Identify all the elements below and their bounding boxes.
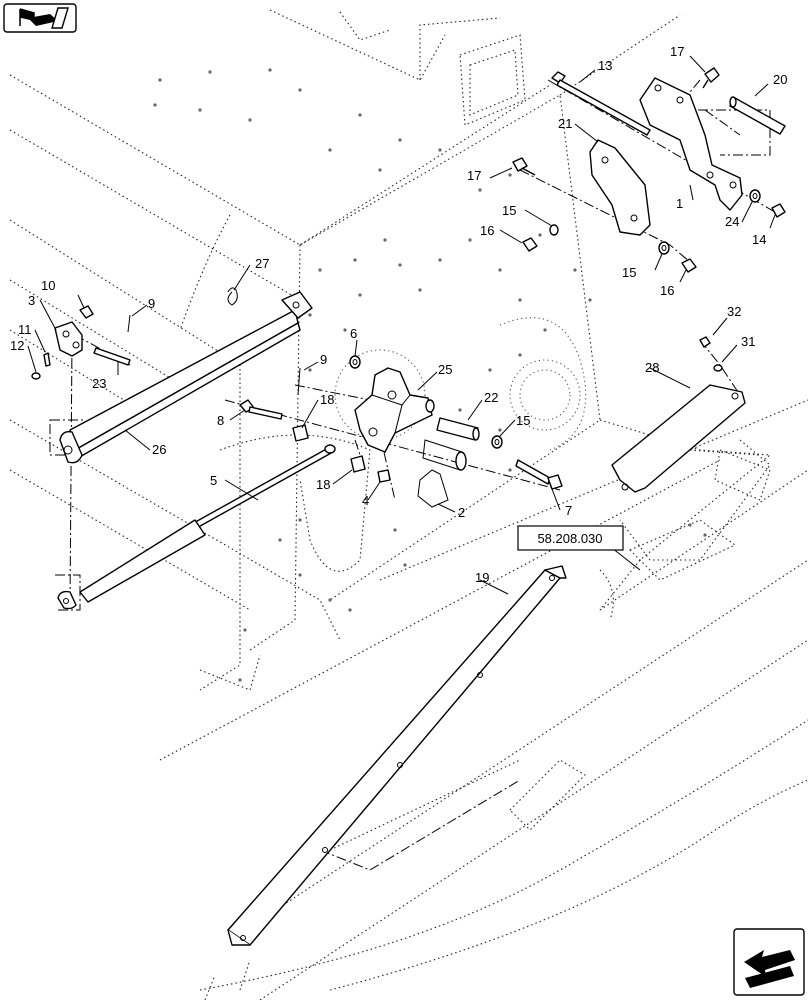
- parts-catalog-icon[interactable]: [3, 3, 77, 33]
- part-6-washer: [349, 355, 361, 369]
- part-26-support-arm: [59, 291, 313, 464]
- callout-31: 31: [741, 334, 755, 349]
- callout-21: 21: [558, 116, 572, 131]
- callout-4: 4: [362, 493, 369, 508]
- callout-18-lower: 18: [316, 477, 330, 492]
- part-10-bolt: [79, 305, 94, 319]
- part-15-lower-washer: [491, 435, 503, 449]
- callout-32: 32: [727, 304, 741, 319]
- part-18-bushing-upper: [292, 424, 309, 442]
- callout-13: 13: [598, 58, 612, 73]
- part-31-nut: [713, 364, 723, 372]
- part-24-washer: [749, 189, 761, 203]
- part-25-pivot-bracket: [354, 367, 435, 453]
- callout-20: 20: [773, 72, 787, 87]
- callout-9-lower: 9: [320, 352, 327, 367]
- part-22-pin: [436, 417, 480, 441]
- leader-lines: [27, 55, 776, 595]
- callout-14: 14: [752, 232, 766, 247]
- part-14-nut: [771, 203, 786, 218]
- callout-6: 6: [350, 326, 357, 341]
- navigate-arrow-icon[interactable]: [733, 928, 805, 996]
- part-15-right-washer: [658, 241, 670, 255]
- part-2-lock-clip: [417, 469, 449, 508]
- callout-24: 24: [725, 214, 739, 229]
- part-16-right-nut: [681, 258, 697, 273]
- part-9-split-pin-upper: [127, 314, 131, 333]
- part-16-mid-nut: [522, 237, 538, 252]
- callout-9-upper: 9: [148, 296, 155, 311]
- callout-28: 28: [645, 360, 659, 375]
- part-5-gas-strut: [57, 444, 336, 610]
- parts: [31, 67, 786, 946]
- callout-16-right: 16: [660, 283, 674, 298]
- part-17-top-bolt: [702, 67, 720, 89]
- callout-5: 5: [210, 473, 217, 488]
- part-8-bolt: [239, 399, 283, 420]
- callout-3: 3: [28, 293, 35, 308]
- part-7-bolt: [515, 459, 563, 490]
- callout-15-right: 15: [622, 265, 636, 280]
- callout-18-upper: 18: [320, 392, 334, 407]
- part-9-split-pin-lower: [297, 367, 301, 396]
- callout-23: 23: [92, 376, 106, 391]
- part-20-pin: [729, 96, 786, 135]
- callout-7: 7: [565, 503, 572, 518]
- machine-frame-background: [9, 9, 808, 1000]
- part-4-clip: [377, 469, 391, 483]
- part-21-plate: [589, 139, 651, 236]
- part-28-cover-plate: [611, 384, 746, 493]
- callout-17-mid: 17: [467, 168, 481, 183]
- part-12-cap: [31, 372, 41, 380]
- part-23-pin: [93, 347, 131, 366]
- part-3-clamp: [54, 321, 83, 357]
- callout-27: 27: [255, 256, 269, 271]
- callout-1: 1: [676, 196, 683, 211]
- assembly-centerlines: [49, 79, 781, 871]
- callout-8: 8: [217, 413, 224, 428]
- part-11-pin: [43, 352, 51, 367]
- callout-16-mid: 16: [480, 223, 494, 238]
- part-1-bracket: [639, 77, 743, 211]
- part-32-bolt: [699, 336, 711, 348]
- part-17-mid-bolt: [512, 157, 536, 176]
- callout-17-top: 17: [670, 44, 684, 59]
- callout-15-top: 15: [502, 203, 516, 218]
- callout-2: 2: [458, 505, 465, 520]
- reference-box-label: 58.208.030: [537, 531, 602, 546]
- part-13-long-bolt: [551, 71, 651, 136]
- callout-15-lower: 15: [516, 413, 530, 428]
- callout-11: 11: [18, 322, 32, 337]
- callout-12: 12: [10, 338, 24, 353]
- part-19-long-strip: [227, 565, 567, 946]
- callout-26: 26: [152, 442, 166, 457]
- reference-box-link[interactable]: 58.208.030: [517, 525, 624, 551]
- callout-labels: 13 17 20 21 17 1 24 14 15 16 15 16 27 10…: [10, 44, 787, 585]
- frame-cylinder: [422, 439, 467, 471]
- callout-19: 19: [475, 570, 489, 585]
- callout-22: 22: [484, 390, 498, 405]
- callout-10: 10: [41, 278, 55, 293]
- part-15-top-washer: [549, 224, 559, 236]
- part-18-bushing-lower: [350, 455, 366, 473]
- part-27-spring-clip: [227, 287, 238, 306]
- callout-25: 25: [438, 362, 452, 377]
